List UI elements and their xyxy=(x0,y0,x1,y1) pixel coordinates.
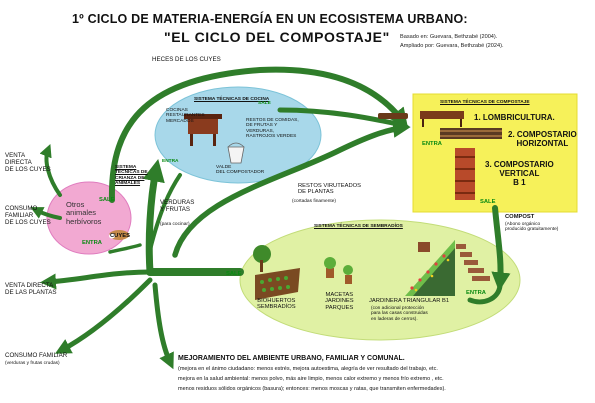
cocina-sources: COCINAS RESTAURANTES MERCADOS xyxy=(166,108,205,124)
sembradios-jardinera: JARDINERA TRIANGULAR B1 xyxy=(369,298,450,304)
jardinera-triangular-icon xyxy=(392,240,490,296)
compostaje-sale: SALE xyxy=(480,199,496,205)
consumo-plantas-sub: (verduras y frutas crudas) xyxy=(5,361,60,366)
trunk-up xyxy=(142,159,165,276)
crianza-title: SISTEMA TÉCNICAS DE CRIANZA DE ANIMALES xyxy=(115,165,148,186)
venta-cuyes-label: VENTA DIRECTA DE LOS CUYES xyxy=(5,152,51,173)
compost-arrow xyxy=(491,205,511,292)
lombricultura-icon xyxy=(420,111,464,127)
compostario-vertical-icon xyxy=(455,148,475,200)
crianza-sale: SALE xyxy=(99,197,115,203)
macetas-icon xyxy=(324,257,353,284)
bottom-line1: (mejora en el ánimo ciudadano: menos est… xyxy=(178,366,438,372)
consumo-cuyes-arrow xyxy=(30,207,62,220)
bottom-heading: MEJORAMIENTO DEL AMBIENTE URBANO, FAMILI… xyxy=(178,355,405,362)
bucket-icon xyxy=(227,142,245,164)
venta-plantas-label: VENTA DIRECTA DE LAS PLANTAS xyxy=(5,282,57,296)
heces-arrow xyxy=(108,66,408,203)
verduras-arrow xyxy=(148,173,182,252)
cuy-icon xyxy=(109,230,129,240)
compost-label: COMPOST xyxy=(505,214,535,220)
sembradios-jardinera-sub: (con adicional protección para las casas… xyxy=(371,306,428,322)
cocina-valde: VALDE DEL COMPOSTADOR xyxy=(216,165,265,176)
sembradios-sale: SALE xyxy=(226,271,242,277)
mejoramiento-arrow xyxy=(152,282,174,370)
compostaje-item3: 3. COMPOSTARIO VERTICAL B 1 xyxy=(485,160,554,187)
title-line2: "EL CICLO DEL COMPOSTAJE" xyxy=(164,29,390,45)
cocina-entra: ENTRA xyxy=(162,159,179,164)
sembradios-title: SISTEMA TÉCNICAS DE SEMBRADÍOS xyxy=(314,224,403,229)
sembradios-huertos: BIOHUERTOS SEMBRADÍOS xyxy=(257,298,296,311)
biohuerto-icon xyxy=(253,245,300,300)
venta-cuyes-arrow xyxy=(39,144,62,197)
heces-label: HECES DE LOS CUYES xyxy=(152,56,221,63)
kitchen-icon xyxy=(184,114,222,146)
consumo-cuyes-label: CONSUMO FAMILIAR DE LOS CUYES xyxy=(5,205,51,226)
compostaje-entra: ENTRA xyxy=(422,141,442,147)
sembradios-entra: ENTRA xyxy=(466,290,486,296)
crianza-cuyes: CUYES xyxy=(110,233,130,239)
bottom-line3: menos residuos sólidos orgánicos (basura… xyxy=(178,386,446,392)
sembradios-macetas: MACETAS JARDINES PARQUES xyxy=(325,292,354,311)
cocina-to-compost-arrow xyxy=(277,107,410,132)
cocina-sale: SALE xyxy=(258,101,271,106)
cuyes-entra-arrow xyxy=(108,243,142,254)
verduras-label: VERDURAS Y FRUTAS xyxy=(160,199,195,213)
compostario-horizontal-icon xyxy=(440,128,502,139)
bottom-line2: mejora en la salud ambiental: menos polv… xyxy=(178,376,444,382)
log-icon xyxy=(378,113,408,119)
restos-label: RESTOS VIRUTEADOS DE PLANTAS xyxy=(298,183,362,196)
verduras-sub: (para cocinar) xyxy=(160,222,190,227)
crianza-entra: ENTRA xyxy=(82,240,102,246)
compostaje-item1: 1. LOMBRICULTURA. xyxy=(474,113,555,122)
credit-line1: Basado en: Guevara, Bethzabé (2004). xyxy=(400,34,498,40)
title-line1: 1º CICLO DE MATERIA-ENERGÍA EN UN ECOSIS… xyxy=(72,12,468,26)
compostaje-title: SISTEMA TÉCNICAS DE COMPOSTAJE xyxy=(440,100,530,105)
sembradios-entra-arrow xyxy=(467,283,503,305)
compost-sub: (Abono orgánico producido gratuitamente) xyxy=(505,222,559,233)
consumo-plantas-label: CONSUMO FAMILIAR xyxy=(5,352,68,359)
compostaje-item2: 2. COMPOSTARIO HORIZONTAL xyxy=(508,130,577,148)
cocina-title: SISTEMA TÉCNICAS DE COCINA xyxy=(194,97,270,102)
restos-arrow xyxy=(172,120,411,258)
credit-line2: Ampliado por: Guevara, Bethzabé (2024). xyxy=(400,43,504,49)
venta-plantas-arrow xyxy=(40,269,153,290)
restos-sub: (cortadas finamente) xyxy=(292,199,336,204)
consumo-plantas-arrow xyxy=(54,277,153,354)
crianza-animals: Otros animales herbívoros xyxy=(66,200,102,226)
cocina-residues: RESTOS DE COMIDAS, DE FRUTAS Y VERDURAS,… xyxy=(246,118,299,139)
